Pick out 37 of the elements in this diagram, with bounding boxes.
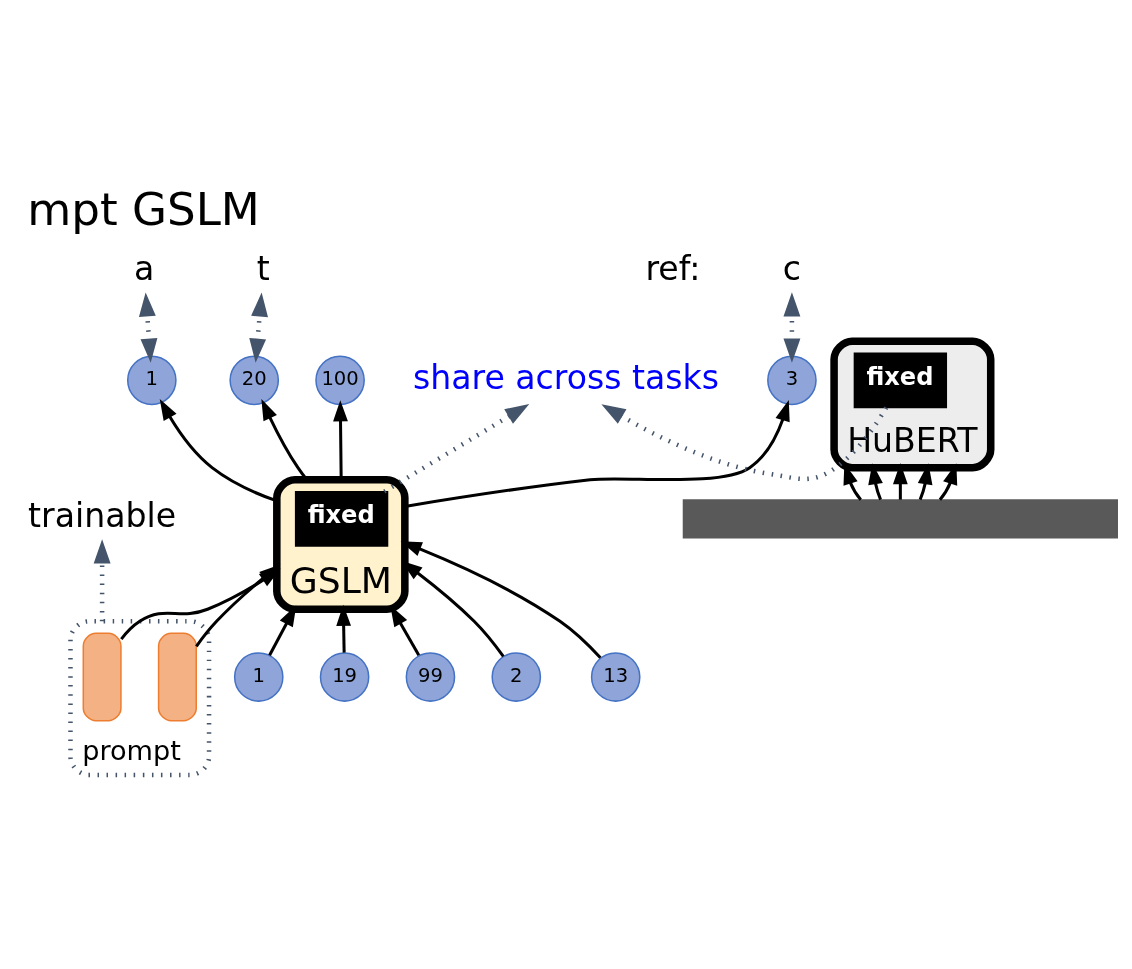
- node-text: a: [134, 248, 155, 288]
- arrow: [783, 291, 801, 363]
- node-text: trainable: [28, 495, 177, 535]
- arrow: [892, 462, 908, 500]
- arrow: [93, 538, 111, 621]
- arrow: [249, 291, 268, 363]
- node-box: [82, 632, 122, 721]
- arrow: [159, 398, 278, 502]
- diagram-title: mpt GSLM: [27, 182, 260, 236]
- node-box: [157, 632, 197, 721]
- node-circle: 1: [233, 651, 284, 702]
- node-circle: 100: [315, 354, 365, 405]
- node-circle: 13: [590, 651, 641, 702]
- arrow: [268, 604, 297, 656]
- cluster: prompt: [68, 618, 212, 777]
- node-circle: 99: [405, 651, 456, 702]
- arrow: [868, 462, 883, 500]
- node-circle: 2: [491, 651, 542, 702]
- arrow: [383, 403, 530, 493]
- label: ref:: [645, 248, 701, 288]
- arrow: [917, 462, 933, 500]
- arrow: [400, 540, 602, 659]
- node-box: fixed: [853, 351, 948, 408]
- node-text: c: [782, 248, 802, 288]
- arrow: [938, 462, 958, 501]
- arrow: [601, 403, 889, 481]
- node-box: fixed: [294, 490, 389, 547]
- node-text: t: [256, 248, 270, 288]
- arrow: [138, 291, 158, 363]
- arrow: [336, 604, 352, 653]
- node-text: share across tasks: [412, 357, 720, 397]
- node-circle: 1: [126, 354, 177, 405]
- node-circle: 20: [229, 354, 280, 405]
- node-circle: 3: [767, 354, 817, 405]
- arrow: [401, 560, 505, 657]
- node-circle: 19: [319, 651, 370, 702]
- node-bar: [682, 498, 1118, 538]
